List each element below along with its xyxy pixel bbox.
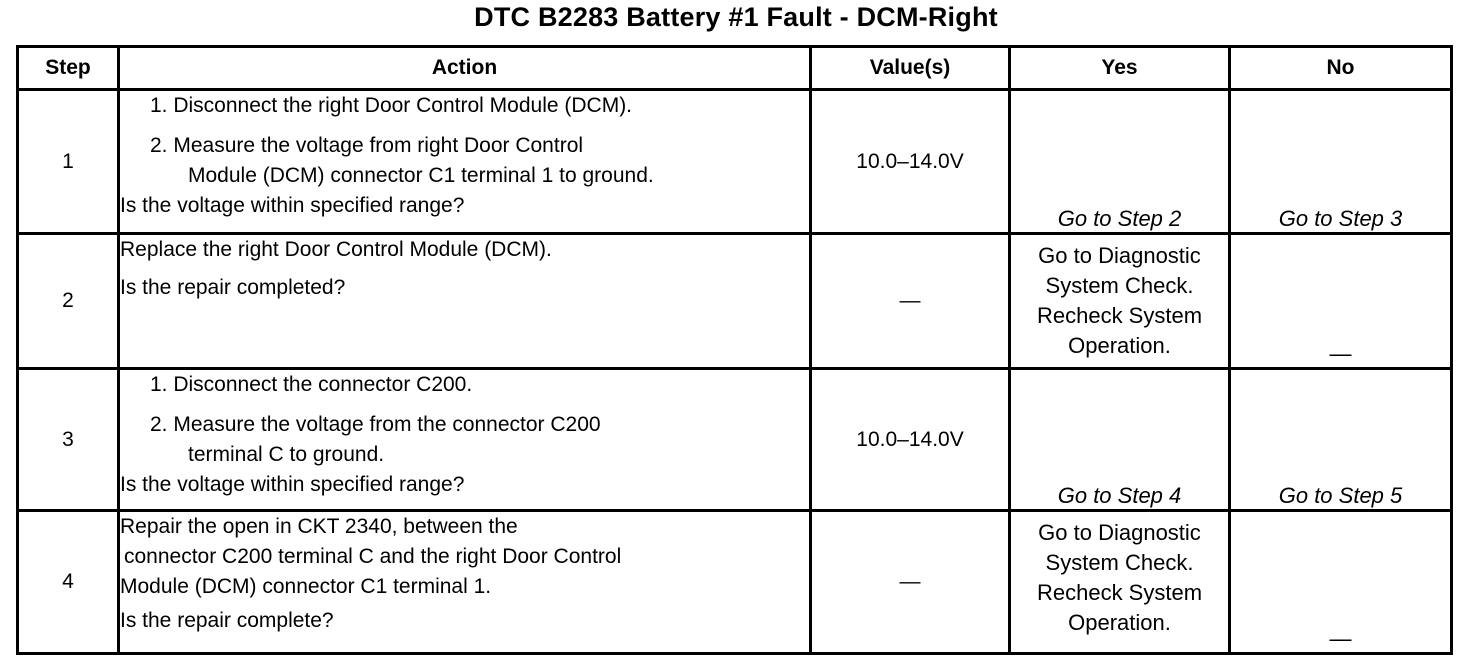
action-text: Repair the open in CKT 2340, between the (120, 515, 518, 538)
yes-cell: Go to Diagnostic System Check. Recheck S… (1008, 232, 1231, 370)
diagnostic-table: Step Action Value(s) Yes No 1 1. Disconn… (16, 45, 1453, 655)
document-title: DTC B2283 Battery #1 Fault - DCM-Right (474, 2, 998, 32)
header-no: No (1228, 45, 1453, 91)
yes-line: System Check. (1045, 550, 1194, 575)
action-item: 2. Measure the voltage from the connecto… (150, 413, 601, 436)
action-text: Replace the right Door Control Module (D… (120, 238, 552, 261)
action-cell: 1. Disconnect the connector C200. 2. Mea… (117, 367, 812, 512)
yes-line: Recheck System (1036, 303, 1203, 328)
step-number: 2 (16, 232, 120, 370)
no-cell: Go to Step 5 (1228, 367, 1453, 512)
table-row: 1 1. Disconnect the right Door Control M… (16, 88, 1453, 235)
yes-cell: Go to Diagnostic System Check. Recheck S… (1008, 509, 1231, 655)
header-yes: Yes (1008, 45, 1231, 91)
action-question: Is the voltage within specified range? (120, 473, 465, 496)
yes-cell: Go to Step 2 (1008, 88, 1231, 235)
table-row: 4 Repair the open in CKT 2340, between t… (16, 509, 1453, 655)
no-cell: — (1228, 232, 1453, 370)
action-cell: Replace the right Door Control Module (D… (117, 232, 812, 370)
value-cell: — (809, 232, 1011, 370)
yes-line: System Check. (1045, 273, 1194, 298)
yes-cell: Go to Step 4 (1008, 367, 1231, 512)
no-cell: — (1228, 509, 1453, 655)
action-item: 1. Disconnect the connector C200. (150, 373, 473, 396)
step-number: 4 (16, 509, 120, 655)
action-text: Module (DCM) connector C1 terminal 1. (120, 575, 492, 598)
value-cell: — (809, 509, 1011, 655)
header-values: Value(s) (809, 45, 1011, 91)
action-item: 2. Measure the voltage from right Door C… (150, 134, 584, 157)
action-item: 1. Disconnect the right Door Control Mod… (150, 94, 633, 117)
step-number: 3 (16, 367, 120, 512)
action-item-continued: terminal C to ground. (188, 443, 385, 466)
action-cell: 1. Disconnect the right Door Control Mod… (117, 88, 812, 235)
yes-line: Go to Diagnostic (1038, 243, 1201, 268)
header-step: Step (16, 45, 120, 91)
action-question: Is the repair complete? (120, 609, 334, 632)
action-item-continued: Module (DCM) connector C1 terminal 1 to … (188, 164, 654, 187)
action-text: connector C200 terminal C and the right … (124, 545, 622, 568)
table-row: 3 1. Disconnect the connector C200. 2. M… (16, 367, 1453, 512)
table-row: 2 Replace the right Door Control Module … (16, 232, 1453, 370)
action-question: Is the repair completed? (120, 276, 346, 299)
table-header-row: Step Action Value(s) Yes No (16, 45, 1453, 91)
step-number: 1 (16, 88, 120, 235)
action-cell: Repair the open in CKT 2340, between the… (117, 509, 812, 655)
yes-line: Operation. (1068, 333, 1171, 358)
header-action: Action (117, 45, 812, 91)
no-cell: Go to Step 3 (1228, 88, 1453, 235)
yes-line: Go to Diagnostic (1038, 520, 1201, 545)
value-cell: 10.0–14.0V (809, 367, 1011, 512)
value-cell: 10.0–14.0V (809, 88, 1011, 235)
action-question: Is the voltage within specified range? (120, 194, 465, 217)
yes-line: Recheck System (1036, 580, 1203, 605)
yes-line: Operation. (1068, 610, 1171, 635)
